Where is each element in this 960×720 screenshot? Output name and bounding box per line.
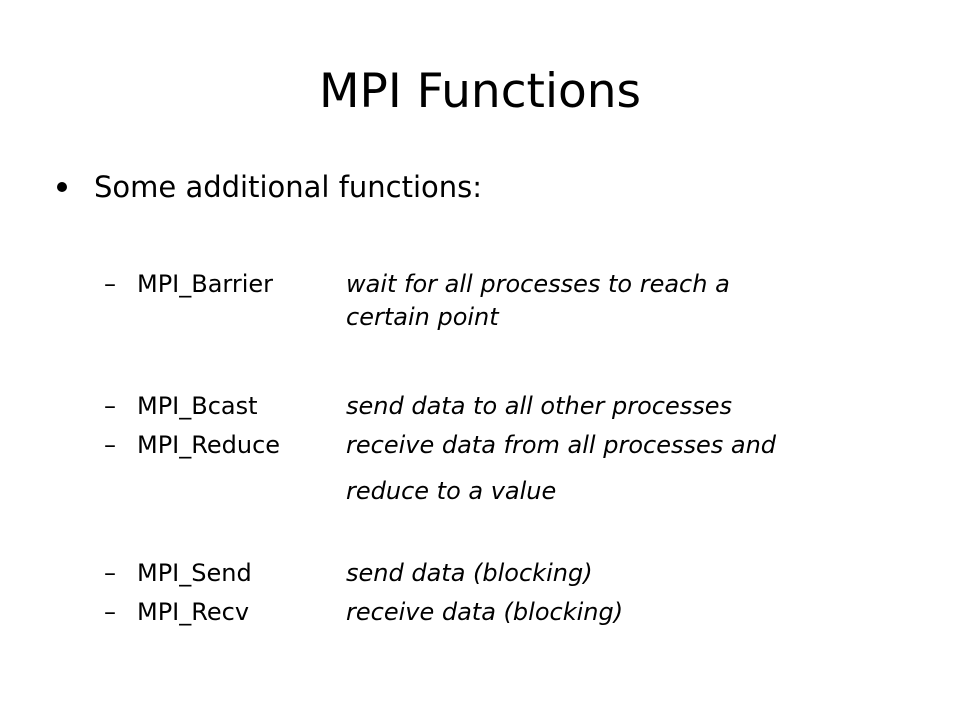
function-description-continued: certain point [346, 303, 499, 331]
dash-marker: – [104, 559, 116, 587]
function-description-continued: reduce to a value [346, 477, 557, 505]
dash-marker: – [104, 392, 116, 420]
dash-marker: – [104, 270, 116, 298]
function-description: receive data (blocking) [346, 598, 624, 626]
bullet-dot-icon [57, 182, 67, 192]
slide-title: MPI Functions [318, 64, 642, 119]
function-description: send data (blocking) [346, 559, 593, 587]
function-name: MPI_Reduce [137, 431, 281, 459]
bullet-text: Some additional functions: [94, 170, 483, 204]
function-name: MPI_Bcast [137, 392, 258, 420]
function-name: MPI_Send [137, 559, 252, 587]
function-name: MPI_Recv [137, 598, 250, 626]
function-description: wait for all processes to reach a [346, 270, 730, 298]
function-description: send data to all other processes [346, 392, 733, 420]
dash-marker: – [104, 431, 116, 459]
function-name: MPI_Barrier [137, 270, 274, 298]
function-description: receive data from all processes and [346, 431, 777, 459]
dash-marker: – [104, 598, 116, 626]
